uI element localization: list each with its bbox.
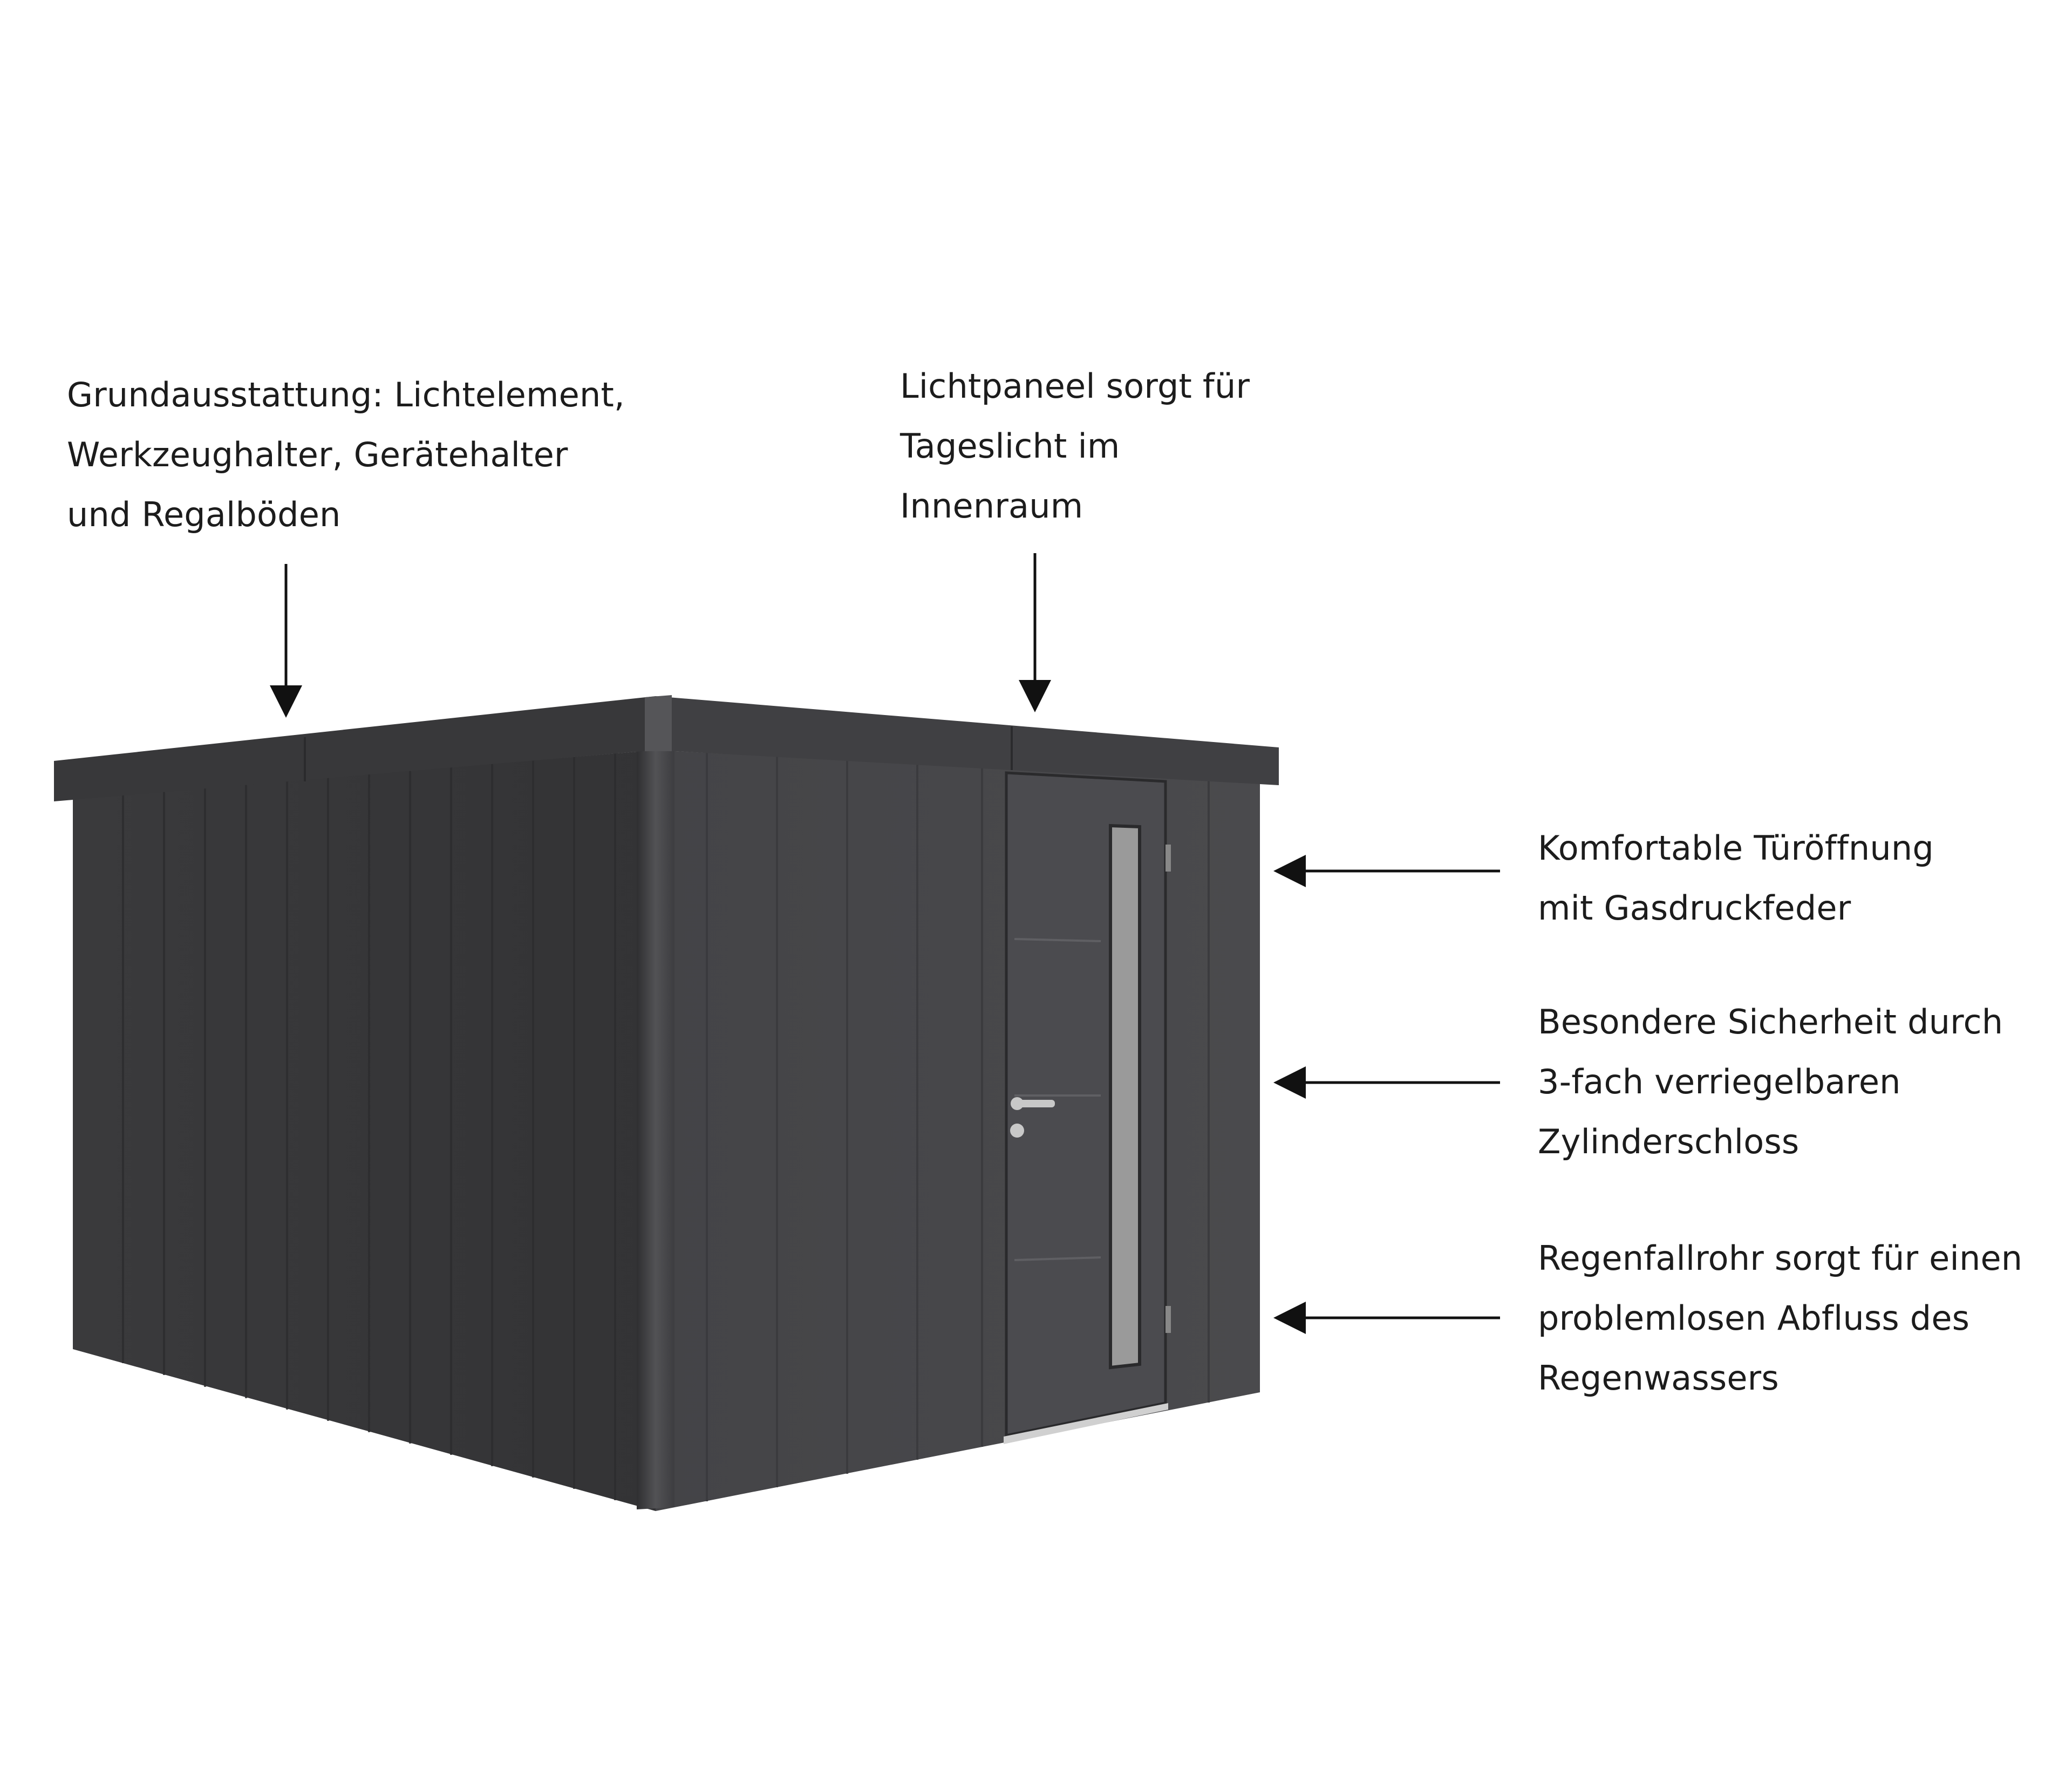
callout-line: Regenfallrohr sorgt für einen: [1538, 1239, 2023, 1278]
door-hinge-bottom: [1166, 1306, 1171, 1333]
front-wall-seams: [706, 753, 1210, 1501]
callout-light-panel: Lichtpaneel sorgt für Tageslicht im Inne…: [900, 356, 1250, 536]
callout-line: Tageslicht im: [900, 426, 1120, 466]
callout-line: 3-fach verriegelbaren: [1538, 1062, 1901, 1101]
door-handle: [1011, 1097, 1055, 1110]
callout-line: Besondere Sicherheit durch: [1538, 1002, 2003, 1042]
shed-side-wall: [73, 750, 656, 1511]
callout-line: problemlosen Abfluss des: [1538, 1298, 1970, 1338]
callout-line: Komfortable Türöffnung: [1538, 828, 1934, 868]
callout-line: Werkzeughalter, Gerätehalter: [67, 435, 568, 474]
door-grooves: [1014, 938, 1101, 1261]
callout-line: mit Gasdruckfeder: [1538, 888, 1851, 928]
callout-door-opening: Komfortable Türöffnung mit Gasdruckfeder: [1538, 818, 1934, 938]
callout-roof-equipment: Grundausstattung: Lichtelement, Werkzeug…: [67, 365, 625, 545]
door-hinge-top: [1166, 845, 1171, 872]
callout-line: Grundausstattung: Lichtelement,: [67, 375, 625, 414]
callout-line: Innenraum: [900, 486, 1083, 526]
callout-line: Zylinderschloss: [1538, 1122, 1800, 1161]
side-wall-seams: [122, 753, 616, 1500]
callout-line: und Regalböden: [67, 495, 341, 534]
shed-roof-front: [656, 696, 1279, 785]
callout-downpipe: Regenfallrohr sorgt für einen problemlos…: [1538, 1228, 2022, 1408]
door-glass-panel: [1109, 824, 1141, 1370]
callout-lock: Besondere Sicherheit durch 3-fach verrie…: [1538, 992, 2003, 1172]
door-cylinder-lock: [1010, 1124, 1024, 1138]
callout-line: Lichtpaneel sorgt für: [900, 366, 1250, 406]
door-threshold: [1004, 1403, 1168, 1444]
shed-roof-left: [54, 696, 656, 801]
callout-line: Regenwassers: [1538, 1358, 1779, 1398]
shed-roof-corner: [645, 695, 672, 751]
shed-corner-post: [637, 749, 674, 1509]
